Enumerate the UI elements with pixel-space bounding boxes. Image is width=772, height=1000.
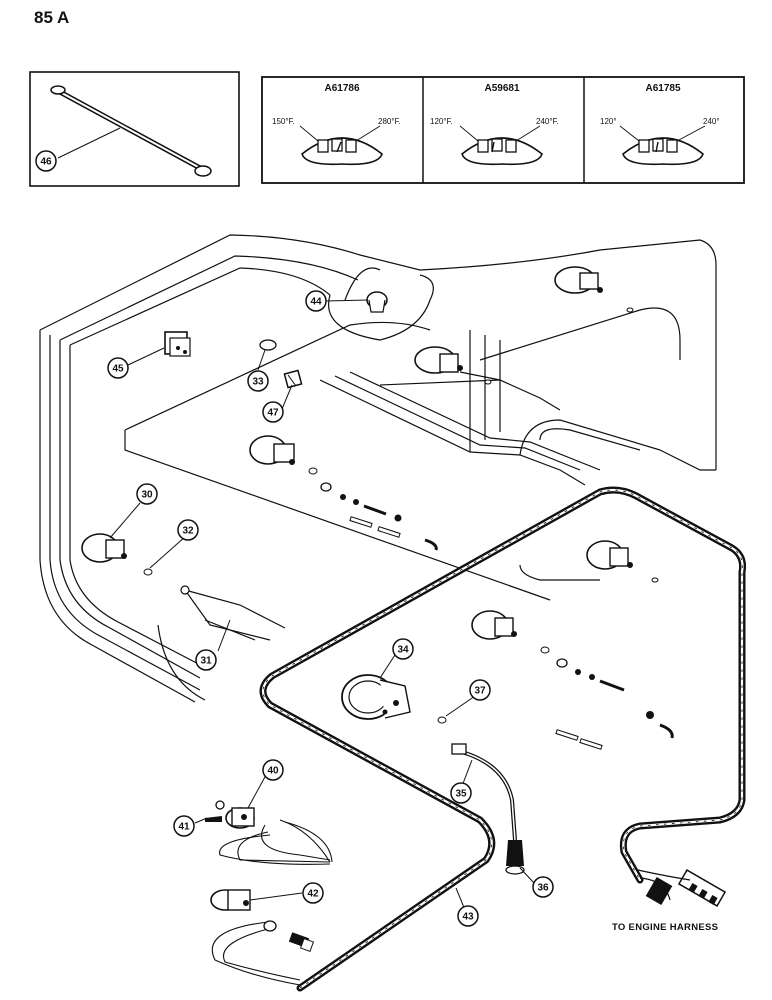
- ground-strap-frame: [29, 71, 240, 187]
- gauge-dial-panels: A61786 150°F. 280°F. A59681 120°F. 240°F…: [261, 76, 745, 184]
- lead-bundle: [219, 819, 333, 865]
- lower-connector-set: [540, 646, 674, 750]
- engine-harness-caption: TO ENGINE HARNESS: [612, 922, 718, 933]
- callout-45: 45: [112, 364, 124, 375]
- callout-41: 41: [178, 822, 190, 833]
- gauge-panel-3-high-label: 240°: [703, 117, 720, 126]
- gauge-panel-3-low-label: 120°: [600, 117, 617, 126]
- callout-46-circle: [35, 150, 57, 172]
- gauge-right: [586, 540, 659, 583]
- callout-43: 43: [462, 912, 474, 923]
- gauge-lower-middle: [471, 610, 517, 640]
- ground-strap-inset: 46: [29, 71, 240, 187]
- large-gauge-34: [341, 674, 411, 720]
- middle-connector-set: [308, 467, 438, 551]
- switch-42: [210, 889, 251, 911]
- leader-lines: [109, 299, 536, 911]
- callout-42: 42: [307, 889, 319, 900]
- callout-bubbles: 44 45 33 47 30 32 31 34 37 35 40 41 42 4…: [107, 290, 554, 927]
- callout-36: 36: [537, 883, 549, 894]
- callout-31: 31: [200, 656, 212, 667]
- callout-34: 34: [397, 645, 409, 656]
- sleeve-47: [283, 369, 303, 389]
- callout-32: 32: [182, 526, 194, 537]
- key-switch-40-41: [205, 800, 255, 829]
- lead-31: [180, 585, 286, 641]
- gauge-panel-1: A61786 150°F. 280°F.: [272, 83, 401, 166]
- connector-37: [437, 716, 447, 724]
- engine-harness-connector: [637, 869, 727, 907]
- gauge-top-right: [554, 266, 634, 313]
- lower-left-leads: [211, 920, 301, 986]
- gauge-panel-3-part-number: A61785: [645, 83, 680, 94]
- gauge-30: [81, 533, 127, 563]
- harness-end-connector-left: [288, 932, 315, 953]
- thin-harness-outline: [39, 234, 717, 703]
- gauge-panel-1-low-label: 150°F.: [272, 117, 295, 126]
- connector-32: [143, 568, 153, 576]
- gauge-middle: [249, 435, 295, 465]
- callout-40: 40: [267, 766, 279, 777]
- light-cable-35: [451, 743, 517, 841]
- callout-46: 46: [40, 157, 52, 168]
- gauge-panel-2: A59681 120°F. 240°F.: [430, 83, 559, 166]
- sender-44: [366, 291, 388, 313]
- callout-44: 44: [310, 297, 322, 308]
- callout-47: 47: [267, 408, 279, 419]
- gauge-panel-2-low-label: 120°F.: [430, 117, 453, 126]
- relay-45: [164, 331, 191, 357]
- gauge-panel-1-part-number: A61786: [324, 83, 359, 94]
- callout-30: 30: [141, 490, 153, 501]
- gauge-upper-middle: [414, 346, 492, 385]
- gauge-panel-2-part-number: A59681: [484, 83, 519, 94]
- socket-36: [505, 840, 525, 875]
- page-number: 85 A: [34, 8, 70, 27]
- callout-37: 37: [474, 686, 486, 697]
- ground-strap-cable: [50, 85, 212, 177]
- gauge-panel-3: A61785 120° 240°: [600, 83, 720, 166]
- callout-33: 33: [252, 377, 264, 388]
- gauge-panel-1-high-label: 280°F.: [378, 117, 401, 126]
- gauge-panel-2-high-label: 240°F.: [536, 117, 559, 126]
- main-harness-cable: [259, 486, 746, 992]
- plug-33: [259, 339, 277, 351]
- callout-35: 35: [455, 789, 467, 800]
